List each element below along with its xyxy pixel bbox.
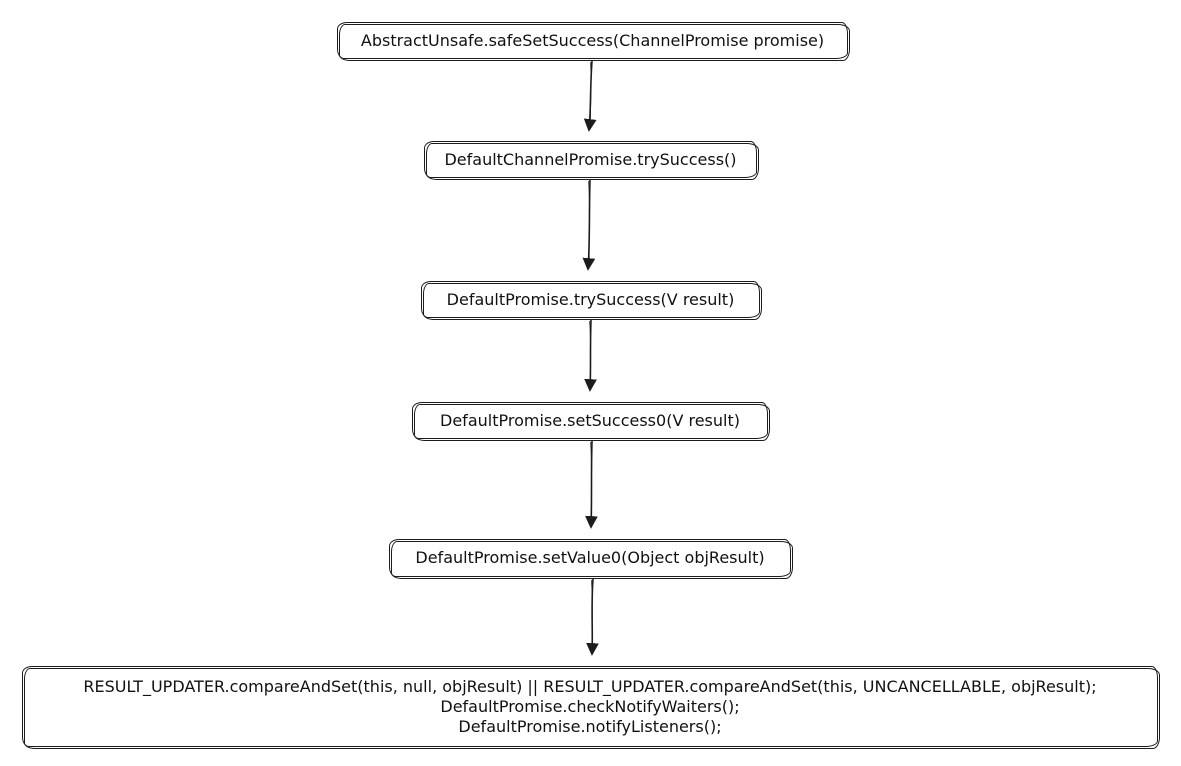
flow-node-abstractunsafe-safesetsuccess: AbstractUnsafe.safeSetSuccess(ChannelPro… [337,22,850,61]
flow-node-defaultpromise-setvalue0: DefaultPromise.setValue0(Object objResul… [389,539,793,579]
flow-node-defaultchannelpromise-trysuccess: DefaultChannelPromise.trySuccess() [424,141,759,180]
flow-node-result-updater-notify-block: RESULT_UPDATER.compareAndSet(this, null,… [22,666,1160,749]
arrow-edge-2 [582,179,596,271]
arrow-edge-1 [583,60,597,132]
flow-node-code-line: DefaultPromise.notifyListeners(); [458,716,722,736]
flow-node-label: DefaultPromise.setSuccess0(V result) [440,410,740,430]
arrow-edge-4 [585,440,598,529]
flow-node-defaultpromise-setsuccess0: DefaultPromise.setSuccess0(V result) [412,402,770,441]
flow-node-label: AbstractUnsafe.safeSetSuccess(ChannelPro… [360,30,825,50]
flow-node-label: DefaultChannelPromise.trySuccess() [444,149,737,169]
arrow-edge-3 [584,319,597,392]
flow-node-label: DefaultPromise.setValue0(Object objResul… [415,548,765,567]
flow-node-defaultpromise-trysuccess: DefaultPromise.trySuccess(V result) [421,281,762,320]
flow-node-code-line: RESULT_UPDATER.compareAndSet(this, null,… [83,676,1097,696]
arrow-edge-5 [586,578,599,656]
flow-node-code-line: DefaultPromise.checkNotifyWaiters(); [440,696,740,716]
flow-node-label: DefaultPromise.trySuccess(V result) [446,289,735,309]
